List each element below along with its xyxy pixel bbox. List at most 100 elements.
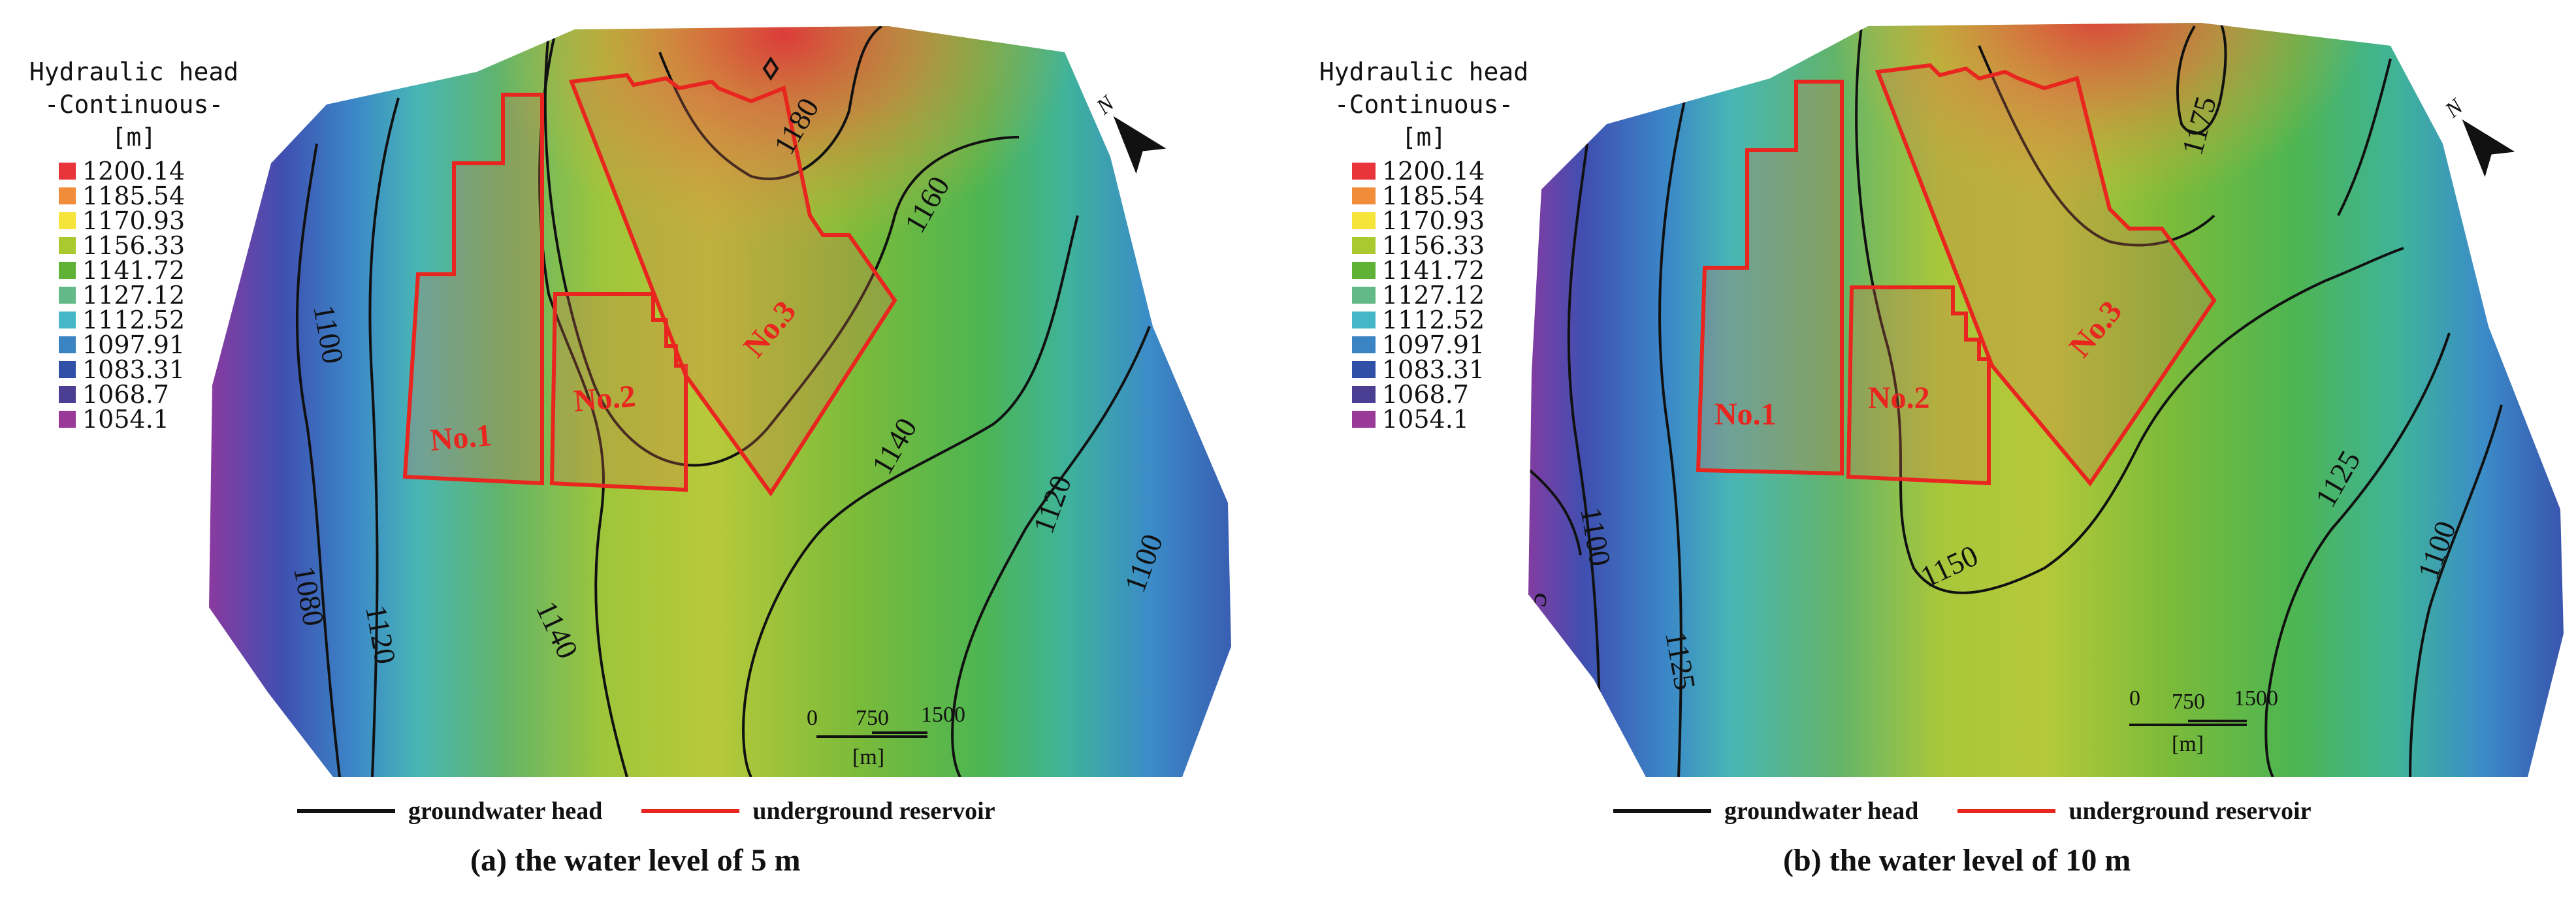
legend-items: 1200.14 1185.54 1170.93 1156.33 1141.72 … [13, 157, 255, 434]
legend-swatch [59, 212, 76, 229]
legend-value: 1083.31 [82, 355, 185, 384]
scale-bar-b: 0 750 1500 [m] [2129, 686, 2278, 756]
legend-item: 1083.31 [1352, 355, 1545, 384]
reservoir-label: No.2 [572, 379, 637, 419]
key-reservoir: underground reservoir [1957, 797, 2311, 825]
line-key-a: groundwater head underground reservoir [297, 797, 995, 825]
legend-item: 1200.14 [1352, 157, 1545, 185]
legend-value: 1141.72 [82, 256, 185, 285]
legend-item: 1141.72 [59, 256, 255, 285]
legend-unit: [m] [111, 123, 157, 152]
legend-value: 1127.12 [82, 281, 185, 310]
legend-a: Hydraulic head -Continuous- [m] 1200.14 … [13, 56, 255, 434]
legend-item: 1097.91 [59, 330, 255, 359]
reservoir-no3 [568, 72, 897, 497]
legend-item: 1054.1 [1352, 405, 1545, 434]
legend-swatch [59, 262, 76, 279]
legend-swatch [59, 287, 76, 304]
reservoir-no2 [1846, 285, 1991, 486]
legend-value: 1141.72 [1382, 256, 1485, 285]
legend-swatch [1352, 212, 1376, 229]
legend-item: 1112.52 [59, 306, 255, 334]
caption-b: (b) the water level of 10 m [1783, 842, 2131, 878]
key-reservoir-label: underground reservoir [2069, 797, 2311, 825]
scale-end: 1500 [2234, 686, 2278, 711]
legend-b: Hydraulic head -Continuous- [m] 1200.14 … [1303, 56, 1545, 434]
reservoir-label: No.2 [1868, 381, 1930, 415]
legend-swatch [59, 336, 76, 353]
legend-value: 1185.54 [1382, 182, 1485, 210]
legend-item: 1112.52 [1352, 306, 1545, 334]
legend-item: 1156.33 [59, 231, 255, 260]
reservoir-label: No.1 [1715, 397, 1777, 432]
scale-bar-a: 0 750 1500 [m] [807, 703, 965, 769]
legend-item: 1141.72 [1352, 256, 1545, 285]
legend-value: 1200.14 [1382, 157, 1485, 185]
map-a-contours [295, 26, 1151, 777]
legend-items: 1200.14 1185.54 1170.93 1156.33 1141.72 … [1303, 157, 1545, 434]
legend-item: 1054.1 [59, 405, 255, 434]
legend-swatch [1352, 336, 1376, 353]
key-groundwater: groundwater head [1613, 797, 1918, 825]
reservoir-no3 [1875, 63, 2217, 487]
reservoir-label: No.1 [428, 418, 493, 458]
legend-value: 1083.31 [1382, 355, 1485, 384]
map-b-reservoirs [1696, 63, 2217, 487]
legend-swatch [1352, 287, 1376, 304]
legend-swatch [59, 411, 76, 428]
legend-item: 1127.12 [1352, 281, 1545, 310]
reservoir-line-icon [1957, 809, 2056, 813]
legend-swatch [59, 386, 76, 403]
map-b: 1175 1100 1075 1125 1150 1125 1100 No.1 … [1528, 23, 2564, 777]
legend-swatch [1352, 386, 1376, 403]
key-groundwater-label: groundwater head [1724, 797, 1919, 825]
legend-item: 1170.93 [1352, 206, 1545, 235]
legend-item: 1127.12 [59, 281, 255, 310]
key-reservoir-label: underground reservoir [752, 797, 995, 825]
legend-value: 1200.14 [82, 157, 185, 185]
legend-swatch [59, 163, 76, 180]
legend-value: 1170.93 [1382, 206, 1485, 235]
legend-item: 1156.33 [1352, 231, 1545, 260]
map-b-contours [1528, 23, 2503, 777]
scale-unit: [m] [852, 745, 884, 769]
caption-b-prefix: (b) [1783, 843, 1822, 878]
caption-a-text: the water level of 5 m [514, 843, 801, 878]
legend-value: 1112.52 [1382, 306, 1485, 334]
legend-value: 1068.7 [82, 380, 169, 409]
legend-value: 1185.54 [82, 182, 185, 210]
map-a: 1180 1160 1100 1140 1120 1080 1120 1140 … [209, 26, 1231, 777]
caption-b-text: the water level of 10 m [1829, 843, 2131, 878]
legend-item: 1097.91 [1352, 330, 1545, 359]
legend-value: 1097.91 [1382, 330, 1485, 359]
legend-item: 1185.54 [1352, 182, 1545, 210]
legend-swatch [1352, 262, 1376, 279]
groundwater-line-icon [297, 809, 395, 813]
groundwater-line-icon [1613, 809, 1711, 813]
legend-swatch [1352, 163, 1376, 180]
scale-end: 1500 [921, 703, 965, 727]
scale-mid: 750 [856, 706, 889, 730]
legend-item: 1068.7 [59, 380, 255, 409]
legend-swatch [1352, 411, 1376, 428]
legend-swatch [59, 361, 76, 378]
legend-swatch [1352, 187, 1376, 204]
legend-value: 1097.91 [82, 330, 185, 359]
legend-swatch [1352, 237, 1376, 254]
key-groundwater-label: groundwater head [408, 797, 603, 825]
scale-zero: 0 [807, 706, 818, 730]
map-a-reservoirs [402, 72, 897, 497]
scale-zero: 0 [2129, 686, 2140, 711]
legend-value: 1156.33 [1382, 231, 1485, 260]
legend-item: 1068.7 [1352, 380, 1545, 409]
legend-title: Hydraulic head [29, 57, 239, 86]
legend-swatch [59, 187, 76, 204]
legend-value: 1170.93 [82, 206, 185, 235]
legend-item: 1083.31 [59, 355, 255, 384]
legend-item: 1170.93 [59, 206, 255, 235]
legend-subtitle: -Continuous- [1334, 90, 1514, 119]
legend-swatch [1352, 312, 1376, 328]
scale-unit: [m] [2172, 732, 2204, 756]
reservoir-line-icon [641, 809, 740, 813]
